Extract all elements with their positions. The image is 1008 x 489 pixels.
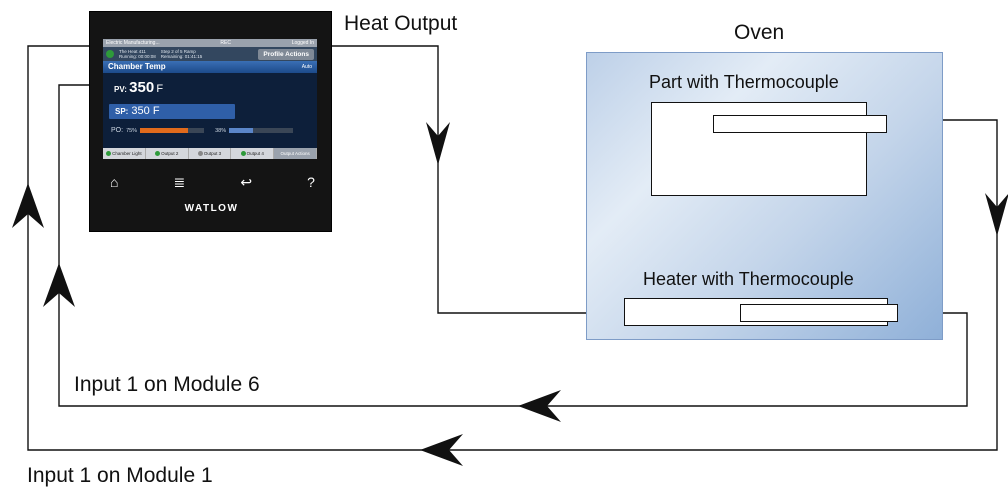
running-icon (106, 50, 114, 58)
profile-actions-button[interactable]: Profile Actions (258, 48, 314, 60)
back-icon[interactable]: ↩ (240, 174, 253, 190)
profile-bar: The Heat 411 Running: 00:00:08 Step 2 of… (103, 47, 317, 61)
pv-label: PV: (114, 85, 127, 94)
po2-value: 38% (215, 127, 227, 134)
profile-step: Step 2 of 5 Ramp (160, 49, 196, 54)
heat-output-arrow (426, 122, 450, 165)
power-output: PO: 75% 38% (111, 127, 294, 134)
status-bar: Electric Manufacturing... REC Logged In (103, 39, 317, 47)
module6-left-arrow (518, 390, 561, 422)
po-label: PO: (111, 127, 124, 134)
oven (586, 52, 943, 340)
home-icon[interactable]: ⌂ (110, 174, 119, 190)
check-icon (240, 151, 246, 156)
input-module1-label: Input 1 on Module 1 (27, 464, 213, 487)
device-name: Electric Manufacturing... (106, 40, 160, 46)
output-4[interactable]: Output 4 (231, 148, 275, 159)
mode-indicator: Auto (301, 64, 312, 70)
output-2[interactable]: Output 2 (146, 148, 189, 159)
output-chamber-light[interactable]: Chamber Light (103, 148, 146, 159)
check-icon (155, 151, 161, 156)
sp-field[interactable]: SP: 350 F (109, 104, 235, 119)
module1-up-arrow (12, 183, 44, 228)
check-icon (106, 151, 112, 156)
nav-buttons: ⌂ ≣ ↩ ? (110, 174, 315, 191)
pv-unit: F (156, 83, 164, 95)
step-remaining: Remaining: 01:41:15 (160, 54, 203, 59)
oven-label: Oven (734, 21, 785, 44)
watlow-logo: WATLOW (184, 203, 239, 214)
module1-wire (27, 45, 998, 451)
pv-value: 350 (129, 79, 155, 96)
sp-label: SP: (115, 107, 129, 116)
module6-wire (58, 84, 968, 407)
rec-indicator: REC (220, 40, 231, 46)
output-row: Chamber Light Output 2 Output 3 Output 4… (103, 148, 317, 159)
part-label: Part with Thermocouple (649, 72, 839, 92)
heater-label: Heater with Thermocouple (643, 269, 854, 289)
sp-unit: F (152, 105, 160, 117)
controller-screen: Electric Manufacturing... REC Logged In … (103, 39, 317, 159)
watlow-controller: Electric Manufacturing... REC Logged In … (89, 11, 332, 232)
po2-bar (229, 128, 294, 133)
menu-icon[interactable]: ≣ (173, 174, 186, 190)
module1-left-arrow (420, 434, 463, 466)
check-icon (197, 151, 203, 156)
sp-value: 350 (131, 105, 150, 117)
chamber-title-bar: Chamber Temp Auto (103, 61, 317, 73)
po-value: 75% (126, 127, 138, 134)
module6-up-arrow (43, 263, 75, 307)
module1-down-arrow (985, 193, 1008, 236)
pv-readout: PV: 350 F (114, 79, 163, 96)
heat-output-wire (332, 45, 624, 314)
heater-thermocouple (740, 304, 898, 322)
profile-name: The Heat 411 (119, 49, 146, 54)
profile-running: Running: 00:00:08 (119, 54, 156, 59)
login-status: Logged In (291, 40, 314, 46)
part-thermocouple (713, 115, 887, 133)
output-3[interactable]: Output 3 (189, 148, 232, 159)
help-icon[interactable]: ? (307, 174, 315, 190)
output-actions-button[interactable]: Output Actions (274, 148, 317, 159)
chamber-title: Chamber Temp (108, 62, 166, 71)
heat-output-label: Heat Output (344, 12, 458, 35)
po-bar (140, 128, 205, 133)
input-module6-label: Input 1 on Module 6 (74, 373, 260, 396)
